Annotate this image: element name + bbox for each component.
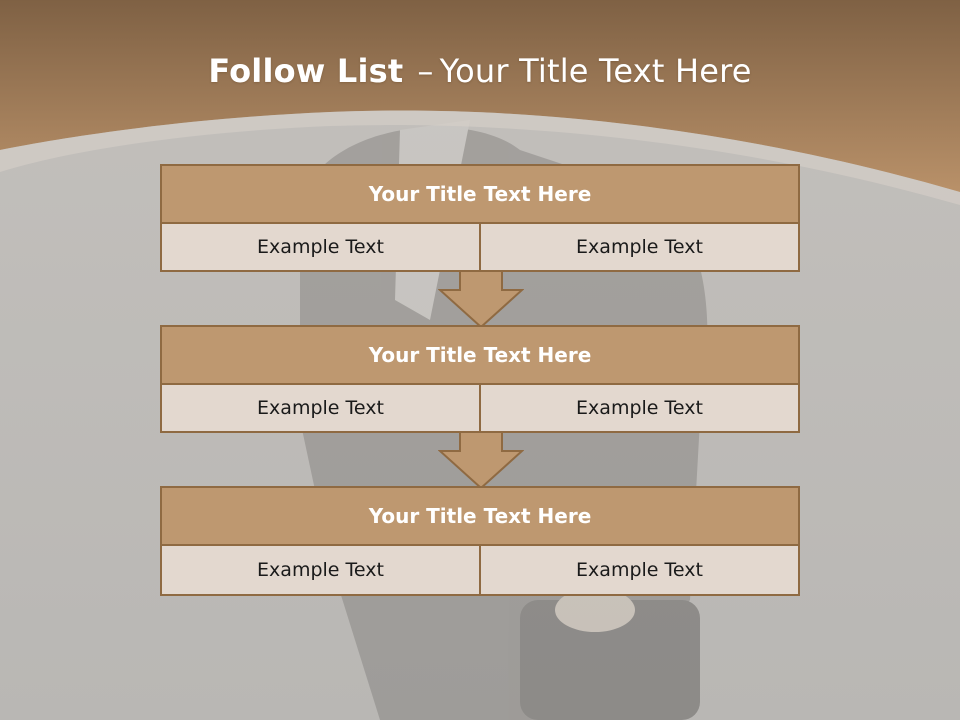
block-cell-right: Example Text	[479, 546, 798, 594]
block-row: Example Text Example Text	[162, 224, 798, 270]
block-cell-left: Example Text	[162, 385, 479, 431]
slide-title: Follow List–Your Title Text Here	[0, 52, 960, 90]
block-row: Example Text Example Text	[162, 546, 798, 594]
title-rest: Your Title Text Here	[439, 52, 752, 90]
list-block-2: Your Title Text Here Example Text Exampl…	[160, 325, 800, 433]
title-bold: Follow List	[208, 52, 404, 90]
block-title: Your Title Text Here	[162, 488, 798, 546]
list-block-1: Your Title Text Here Example Text Exampl…	[160, 164, 800, 272]
block-row: Example Text Example Text	[162, 385, 798, 431]
block-cell-left: Example Text	[162, 546, 479, 594]
down-arrow-icon	[438, 270, 524, 328]
block-cell-right: Example Text	[479, 224, 798, 270]
title-dash: –	[417, 52, 434, 90]
block-cell-right: Example Text	[479, 385, 798, 431]
list-block-3: Your Title Text Here Example Text Exampl…	[160, 486, 800, 596]
down-arrow-icon	[438, 431, 524, 489]
block-cell-left: Example Text	[162, 224, 479, 270]
block-title: Your Title Text Here	[162, 166, 798, 224]
block-title: Your Title Text Here	[162, 327, 798, 385]
